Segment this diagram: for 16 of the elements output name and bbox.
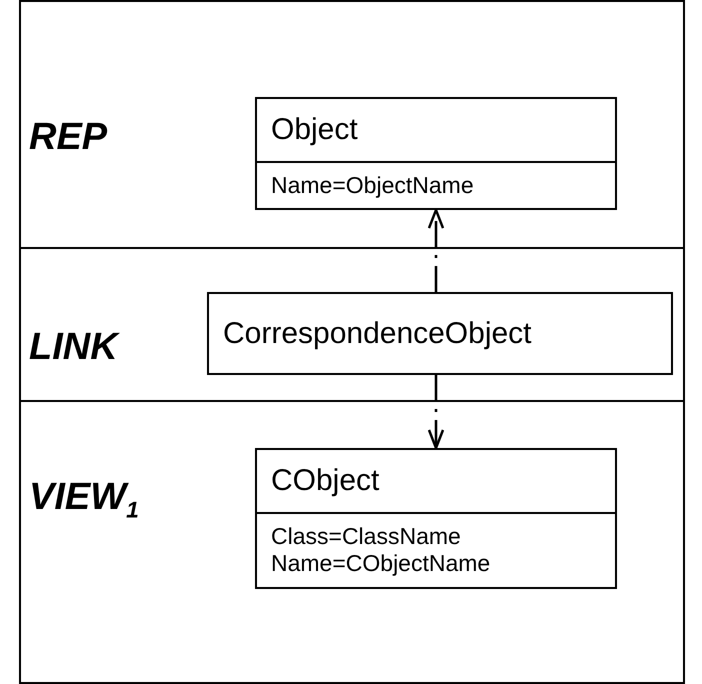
dependency-arrow bbox=[428, 375, 444, 450]
class-name: CorrespondenceObject bbox=[222, 316, 533, 352]
swimlane-band bbox=[19, 0, 685, 249]
class-attributes: Name=ObjectName bbox=[257, 160, 615, 208]
class-name: CObject bbox=[270, 463, 380, 499]
class-attributes: Class=ClassName Name=CObjectName bbox=[257, 512, 615, 587]
lane-title: VIEW$_{1}$ bbox=[29, 478, 139, 522]
class-box bbox=[255, 448, 617, 589]
dependency-arrow bbox=[428, 208, 444, 292]
class-box bbox=[255, 97, 617, 210]
lane-title: REP bbox=[29, 118, 108, 156]
class-name: Object bbox=[270, 112, 359, 148]
class-box bbox=[207, 292, 673, 375]
lane-title: LINK bbox=[29, 328, 118, 366]
swimlane-band bbox=[19, 400, 685, 684]
swimlane-band bbox=[19, 247, 685, 402]
